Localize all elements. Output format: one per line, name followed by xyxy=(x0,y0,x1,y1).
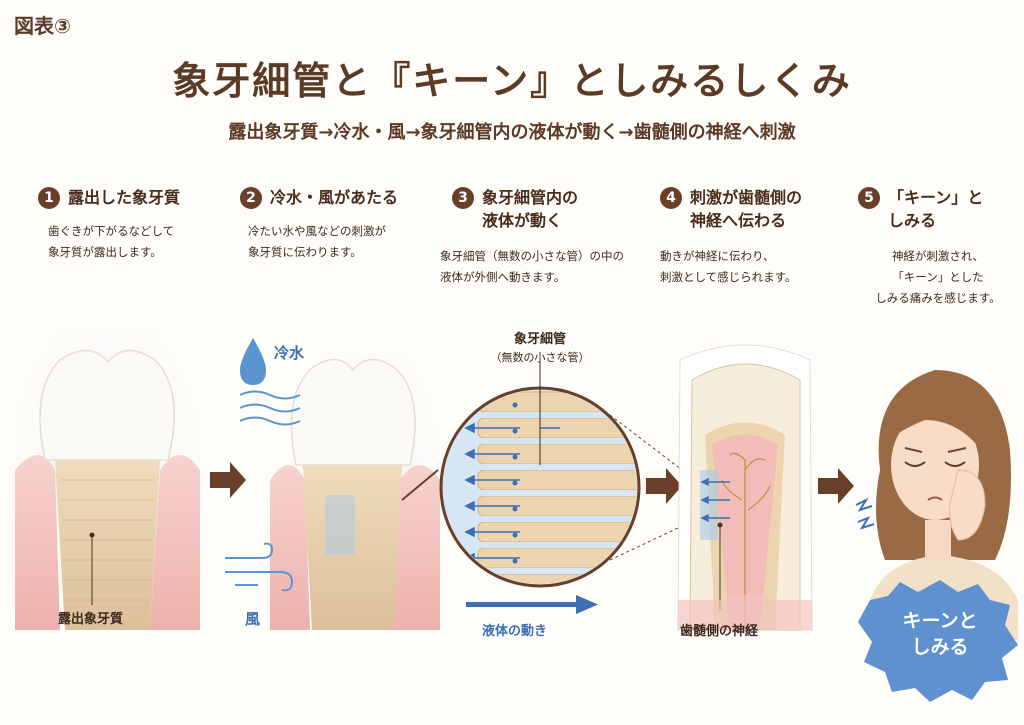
step-title: 冷水・風があたる xyxy=(270,188,399,207)
step-description: 歯ぐきが下がるなどして 象牙質が露出します。 xyxy=(48,224,175,259)
wind-label: 風 xyxy=(245,610,261,628)
step-description: 象牙細管（無数の小さな管）の中の 液体が外側へ動きます。 xyxy=(440,249,624,284)
step-5: 5 「キーン」と しみる 神経が刺激され、 「キーン」とした しみる痛みを感じま… xyxy=(858,186,1018,309)
figure-label: 図表③ xyxy=(14,14,71,38)
page-subtitle: 露出象牙質→冷水・風→象牙細管内の液体が動く→歯髄側の神経へ刺激 xyxy=(228,122,796,143)
step-number: 2 xyxy=(240,187,262,209)
tooth-1 xyxy=(15,330,200,635)
step-title: 露出した象牙質 xyxy=(68,188,181,207)
tubule-magnified-view xyxy=(439,362,641,588)
flow-arrow-1 xyxy=(210,462,246,498)
step-1: 1 露出した象牙質 歯ぐきが下がるなどして 象牙質が露出します。 xyxy=(38,186,228,263)
step-2: 2 冷水・風があたる 冷たい水や風などの刺激が 象牙質に伝わります。 xyxy=(240,186,440,263)
cold-water-label: 冷水 xyxy=(274,344,305,362)
fluid-movement-label: 液体の動き xyxy=(482,624,548,639)
tooth-2 xyxy=(270,350,440,635)
callout-text: キーンと しみる xyxy=(902,610,978,658)
step-3: 3 象牙細管内の 液体が動く 象牙細管（無数の小さな管）の中の 液体が外側へ動き… xyxy=(440,186,645,288)
step-description: 動きが神経に伝わり、 刺激として感じられます。 xyxy=(660,249,797,284)
tubule-name: 象牙細管 xyxy=(513,332,566,347)
page-title: 象牙細管と『キーン』としみるしくみ xyxy=(172,58,852,103)
step-title: 刺激が歯髄側の 神経へ伝わる xyxy=(690,188,803,230)
fluid-movement-arrow xyxy=(466,595,598,614)
callout-burst xyxy=(858,580,1018,702)
flow-arrow-2 xyxy=(646,468,682,504)
step-description: 神経が刺激され、 「キーン」とした しみる痛みを感じます。 xyxy=(875,249,1001,305)
cold-wave-icon xyxy=(239,390,301,426)
wind-icon xyxy=(225,542,294,592)
water-drop-icon xyxy=(240,338,266,385)
step-4: 4 刺激が歯髄側の 神経へ伝わる 動きが神経に伝わり、 刺激として感じられます。 xyxy=(660,186,835,288)
step-number: 5 xyxy=(858,187,880,209)
step-title: 象牙細管内の 液体が動く xyxy=(482,188,579,230)
pain-jolt-icon xyxy=(855,497,875,530)
step-title: 「キーン」と しみる xyxy=(888,188,984,230)
step-number: 3 xyxy=(452,187,474,209)
flow-arrow-3 xyxy=(818,468,854,504)
tooth-cross-section xyxy=(677,344,813,631)
step-number: 4 xyxy=(660,187,682,209)
tubule-label: 象牙細管 （無数の小さな管） xyxy=(470,328,610,365)
step-description: 冷たい水や風などの刺激が 象牙質に伝わります。 xyxy=(248,224,386,259)
exposed-dentin-label: 露出象牙質 xyxy=(58,612,124,627)
pulp-nerve-label: 歯髄側の神経 xyxy=(680,624,759,639)
step-number: 1 xyxy=(38,187,60,209)
tubule-note: （無数の小さな管） xyxy=(490,351,590,364)
